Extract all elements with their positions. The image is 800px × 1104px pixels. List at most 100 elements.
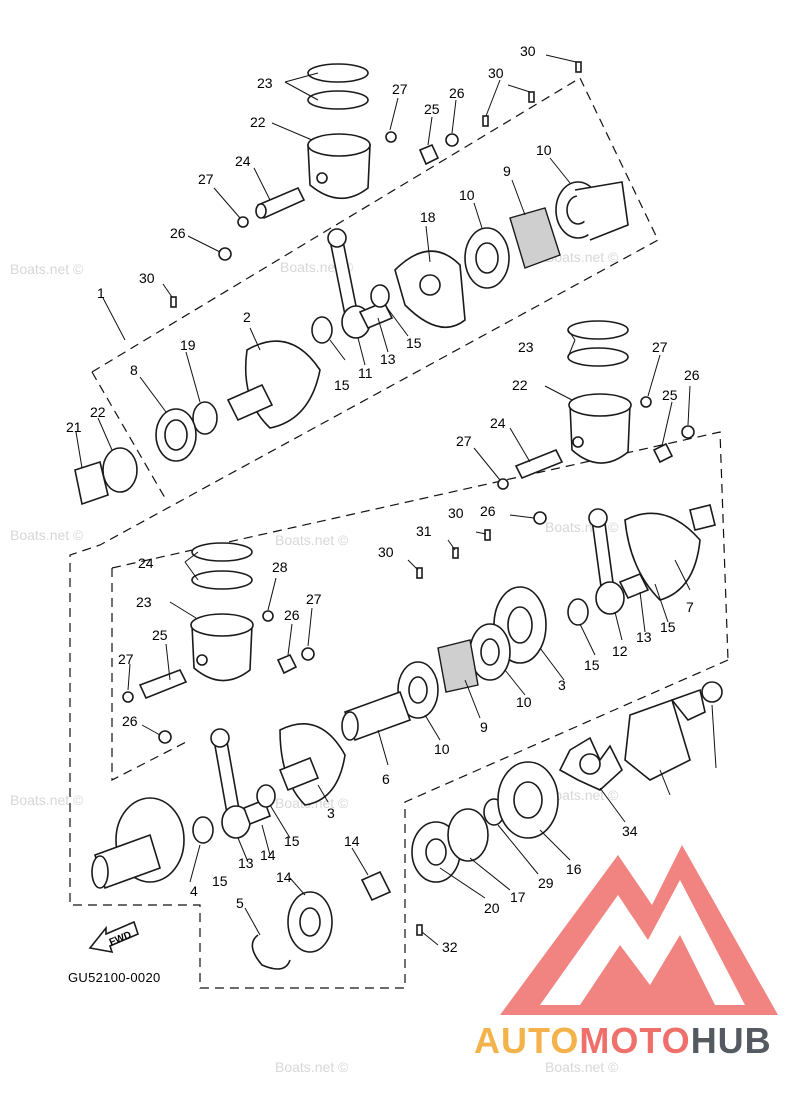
- callout-26: 26: [170, 225, 186, 241]
- callout-9: 9: [480, 719, 488, 735]
- callout-19: 17: [510, 889, 526, 905]
- oil-seal: [102, 447, 138, 493]
- watermark: Boats.net ©: [10, 792, 84, 808]
- callout-8: 8: [130, 362, 138, 378]
- callout-6: 6: [382, 771, 390, 787]
- crankshaft-stub: [226, 383, 274, 422]
- watermark: Boats.net ©: [545, 787, 619, 803]
- crankshaft-stub: [278, 756, 320, 792]
- main-bearing-inner: [408, 676, 428, 704]
- shaft-end: [341, 711, 359, 741]
- pto-section: [251, 681, 723, 970]
- watermark: Boats.net ©: [10, 527, 84, 543]
- washer: [158, 730, 172, 744]
- callout-22: 22: [250, 114, 266, 130]
- callout-14: 13: [636, 629, 652, 645]
- callout-10: 10: [536, 142, 552, 158]
- assembly-outlines: [69, 77, 729, 989]
- callout-18: 20: [484, 900, 500, 916]
- dowel-pin: [575, 61, 582, 73]
- roller-bearing-inner: [164, 419, 188, 451]
- collar: [360, 870, 392, 902]
- center-crank-section: [278, 529, 547, 806]
- drive-coupling-shaft: [670, 688, 706, 721]
- callout-1: 1: [97, 285, 105, 301]
- callout-27: 27: [652, 339, 668, 355]
- connecting-rod-small-end: [327, 228, 347, 248]
- oil-seal: [192, 401, 218, 435]
- callout-13: 13: [238, 855, 254, 871]
- callout-15: 15: [212, 873, 228, 889]
- callout-26: 26: [449, 85, 465, 101]
- thrust-washer: [311, 316, 333, 344]
- washer: [301, 647, 315, 661]
- piston-ring-lower: [191, 570, 253, 590]
- oil-seal-collar: [74, 460, 109, 506]
- callout-26: 27: [306, 591, 322, 607]
- thrust-washer: [256, 784, 276, 808]
- piston-pin-boss: [572, 436, 584, 448]
- watermark: Boats.net ©: [545, 1059, 619, 1075]
- piston: [307, 144, 371, 200]
- callout-16: 18: [420, 209, 436, 225]
- callout-23: 23: [257, 75, 273, 91]
- logo-word-hub: HUB: [690, 1020, 772, 1061]
- callout-30: 30: [488, 65, 504, 81]
- main-bearing-inner: [475, 242, 499, 274]
- oil-seal-inner: [425, 838, 447, 866]
- callout-24: 25: [152, 627, 168, 643]
- circlip: [385, 131, 397, 143]
- circlip: [122, 691, 134, 703]
- logo-mountain-core: [580, 935, 715, 1005]
- callout-27: 27: [118, 651, 134, 667]
- dowel-pin: [528, 91, 535, 103]
- diagram-reference-code: GU52100-0020: [68, 970, 161, 985]
- dowel-pin: [482, 115, 489, 127]
- crank-web-hole: [513, 781, 543, 819]
- callout-26: 26: [684, 367, 700, 383]
- piston-pin-boss: [316, 172, 328, 184]
- callout-26: 26: [480, 503, 496, 519]
- logo-word-auto: AUTO: [474, 1020, 580, 1061]
- thrust-washer: [567, 598, 589, 626]
- callout-7: 7: [686, 599, 694, 615]
- piston-pin: [138, 668, 188, 700]
- shaft-end: [91, 855, 109, 889]
- circlip: [237, 216, 249, 228]
- watermark: Boats.net ©: [545, 249, 619, 265]
- callout-14: 14: [260, 847, 276, 863]
- piston-pin-end: [255, 203, 267, 219]
- piston-crown: [307, 133, 371, 157]
- snap-ring: [251, 934, 291, 970]
- logo-word-moto: MOTO: [579, 1020, 691, 1061]
- piston-ring-upper: [191, 542, 253, 562]
- bearing-inner: [299, 907, 321, 937]
- piston-crown: [190, 613, 254, 637]
- seal-housing: [447, 808, 489, 862]
- watermark: Boats.net ©: [275, 1059, 349, 1075]
- callout-3: 3: [558, 677, 566, 693]
- crankshaft-stub: [689, 504, 716, 531]
- callout-22: 23: [136, 594, 152, 610]
- leader-lines: [75, 54, 717, 946]
- callout-10: 10: [516, 694, 532, 710]
- dowel-pin: [170, 296, 177, 308]
- callout-9: 9: [503, 163, 511, 179]
- callout-27: 27: [392, 81, 408, 97]
- watermark: Boats.net ©: [275, 532, 349, 548]
- callout-3: 3: [327, 805, 335, 821]
- washer: [681, 425, 695, 439]
- dowel-pin: [416, 567, 423, 579]
- callout-13: 12: [612, 643, 628, 659]
- left-bracket-outline: [91, 371, 166, 499]
- callout-12: 14: [344, 833, 360, 849]
- small-end-bearing: [418, 143, 440, 166]
- piston-ring-lower: [567, 347, 629, 367]
- watermark: Boats.net ©: [10, 261, 84, 277]
- dowel-pin: [452, 547, 459, 559]
- thrust-washer: [192, 816, 214, 844]
- callout-13: 11: [358, 365, 373, 381]
- callout-15: 15: [584, 657, 600, 673]
- piston-pin-boss: [196, 654, 208, 666]
